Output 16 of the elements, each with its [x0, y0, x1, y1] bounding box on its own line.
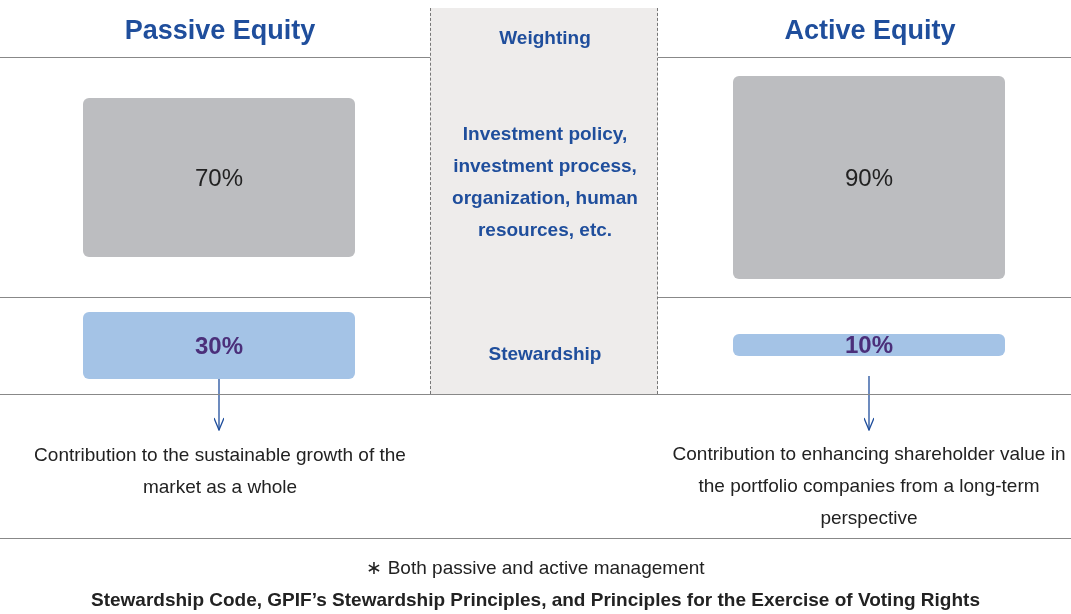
description-text: Contribution to the sustainable growth of the market as a whole [20, 440, 420, 502]
note-text: Stewardship Code, GPIF’s Stewardship Principles, and Principles for the Exercise of Voting Rights [90, 589, 981, 612]
arrow [863, 375, 875, 431]
category-text: Investment policy, investment process, organization, human resources, etc. [451, 122, 639, 242]
note-text: ∗ Both passive and active management [365, 557, 706, 580]
column-header: Active Equity [783, 14, 957, 47]
percentage-box: 30% [83, 312, 355, 379]
arrow [213, 378, 225, 431]
weighting-column [430, 8, 658, 394]
percentage-box: 70% [83, 98, 355, 257]
column-header: Weighting [498, 26, 592, 50]
column-header: Passive Equity [123, 14, 317, 47]
percentage-bar: 10% [733, 334, 1005, 356]
percentage-box: 90% [733, 76, 1005, 279]
description-text: Contribution to enhancing shareholder value in the portfolio companies from a long-term perspective [665, 440, 1071, 532]
category-text: Stewardship [487, 342, 603, 366]
